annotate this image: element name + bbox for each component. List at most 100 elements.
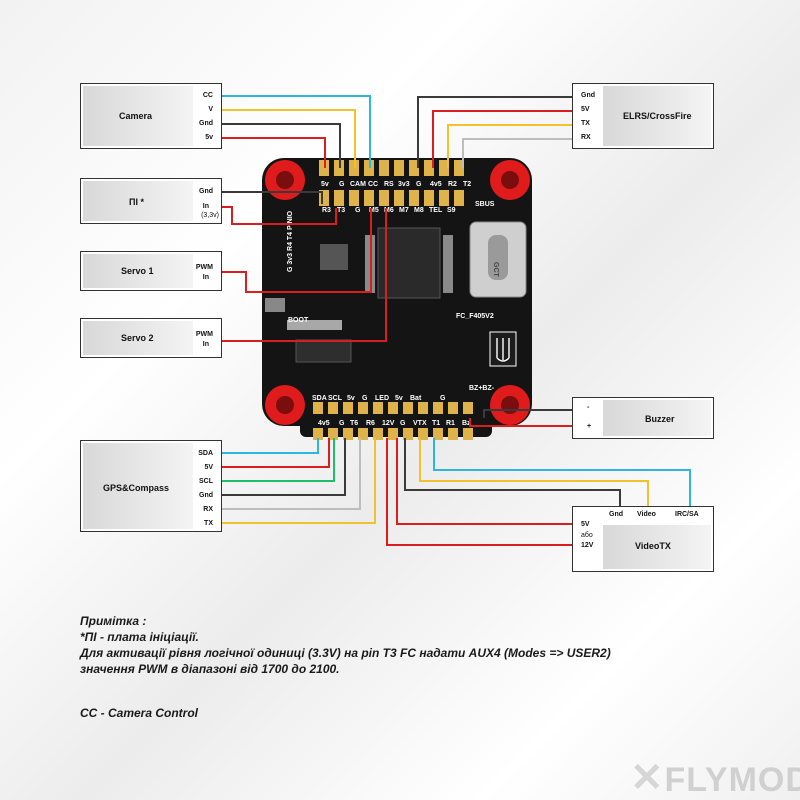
solder-pad: [313, 428, 323, 440]
wire-gps-sda: [218, 438, 319, 454]
wire-vtx-5v: [396, 438, 575, 525]
x-logo-icon: ✕: [630, 756, 665, 800]
wire-gps-tx: [218, 438, 376, 524]
solder-pad: [448, 428, 458, 440]
pi-pin-in: In: [202, 203, 209, 210]
wire-camera-video: [218, 109, 356, 168]
solder-pad: [394, 160, 404, 176]
wire-elrs-gnd: [417, 96, 575, 168]
wire-vtx-irc: [433, 438, 691, 512]
elrs-pin-5v: 5V: [581, 106, 590, 113]
videotx-pin-12v: 12V: [581, 542, 594, 549]
pi-module: ПІ * Gnd In (3,3v): [80, 178, 222, 224]
wire-pi-in: [218, 206, 337, 225]
solder-pad: [424, 160, 434, 176]
side-pin-labels: G 3v3 R4 T4 PINIO: [287, 210, 294, 272]
wire-vtx-gnd: [404, 438, 621, 512]
videotx-title: VideoTX: [635, 541, 671, 551]
solder-pad: [439, 190, 449, 206]
wires: [218, 95, 691, 546]
note-cc: CC - Camera Control: [80, 706, 199, 720]
buzzer-pin-plus: +: [587, 423, 592, 430]
videotx-pin-5v: 5V: [581, 521, 590, 528]
solder-pad: [343, 402, 353, 414]
sbus-label: SBUS: [475, 201, 495, 208]
videotx-pin-gnd: Gnd: [609, 511, 623, 518]
solder-pad: [358, 402, 368, 414]
solder-pad: [388, 428, 398, 440]
solder-pad: [409, 160, 419, 176]
boot-button: [265, 298, 285, 312]
elrs-title: ELRS/CrossFire: [623, 111, 692, 121]
note-aux: Для активації рівня логічної одиниці (3.…: [80, 646, 611, 660]
gps-title: GPS&Compass: [103, 483, 170, 493]
gps-pin-scl: SCL: [199, 478, 213, 485]
buzzer-pin-minus: -: [587, 404, 590, 411]
mcu-chip: [377, 227, 441, 299]
wire-servo2: [218, 208, 387, 342]
wire-vtx-12v: [386, 438, 575, 546]
wire-gps-5v: [218, 438, 330, 468]
solder-pad: [334, 190, 344, 206]
camera-pin-5v: 5v: [205, 134, 213, 141]
note-heading: Примітка :: [80, 614, 147, 628]
servo2-pin-in: In: [202, 341, 209, 348]
solder-pad: [313, 402, 323, 414]
pi-pin-33v: (3,3v): [201, 212, 219, 219]
servo1-pin-pwm: PWM: [195, 264, 213, 271]
servo2-module: Servo 2 PWM In: [80, 318, 222, 358]
videotx-pin-video: Video: [637, 511, 656, 518]
wire-gps-gnd: [218, 438, 346, 496]
camera-pin-gnd: Gnd: [199, 120, 213, 127]
buzzer-module: Buzzer - +: [572, 397, 714, 439]
flight-controller-board: 5v G CAM CC RS 3v3 G 4v5 R2 T2 R3 T3 G M…: [262, 158, 532, 440]
elrs-pin-rx: RX: [581, 134, 591, 141]
wire-camera-gnd: [218, 123, 341, 168]
solder-pad: [373, 428, 383, 440]
bz-label: BZ+BZ-: [469, 385, 495, 392]
bottom-row-labels: SDA SCL 5v G LED 5v Bat G: [312, 395, 446, 402]
solder-pad: [463, 428, 473, 440]
header-strip: [287, 320, 342, 330]
servo1-module: Servo 1 PWM In: [80, 251, 222, 291]
camera-module: Camera CC V Gnd 5v: [80, 83, 222, 149]
solder-pad: [454, 190, 464, 206]
servo1-pin-in: In: [202, 274, 209, 281]
camera-title: Camera: [119, 111, 153, 121]
top-row2-labels: R3 T3 G M5 M6 M7 M8 TEL S9: [322, 207, 456, 214]
note-pwm: значення PWM в діапазоні від 1700 до 210…: [80, 662, 340, 676]
solder-pad: [454, 160, 464, 176]
wire-camera-5v: [218, 137, 326, 168]
solder-pad: [418, 428, 428, 440]
boot-label: BOOT: [288, 317, 309, 324]
baro-chip: [320, 244, 348, 270]
wire-camera-cc: [218, 95, 371, 168]
servo2-title: Servo 2: [121, 333, 154, 343]
wire-pi-gnd: [218, 191, 323, 204]
top-row-labels: 5v G CAM CC RS 3v3 G 4v5 R2 T2: [321, 181, 471, 188]
solder-pad: [439, 160, 449, 176]
servo2-pin-pwm: PWM: [195, 331, 213, 338]
solder-pad: [349, 190, 359, 206]
wire-servo1: [218, 208, 372, 293]
gps-pin-sda: SDA: [198, 450, 213, 457]
solder-pad: [409, 190, 419, 206]
solder-pad: [358, 428, 368, 440]
solder-pad: [364, 190, 374, 206]
elrs-pin-gnd: Gnd: [581, 92, 595, 99]
osd-chip: [295, 339, 352, 363]
wire-buzzer-plus: [469, 418, 575, 427]
servo1-title: Servo 1: [121, 266, 154, 276]
solder-pad: [388, 402, 398, 414]
solder-pad: [328, 428, 338, 440]
usb-label: GCT: [492, 262, 499, 278]
solder-pad: [418, 402, 428, 414]
pi-title: ПІ *: [129, 197, 144, 207]
pi-pin-gnd: Gnd: [199, 188, 213, 195]
wire-elrs-rx: [462, 138, 575, 168]
elrs-pin-tx: TX: [581, 120, 590, 127]
solder-pad: [403, 402, 413, 414]
solder-pad: [343, 428, 353, 440]
